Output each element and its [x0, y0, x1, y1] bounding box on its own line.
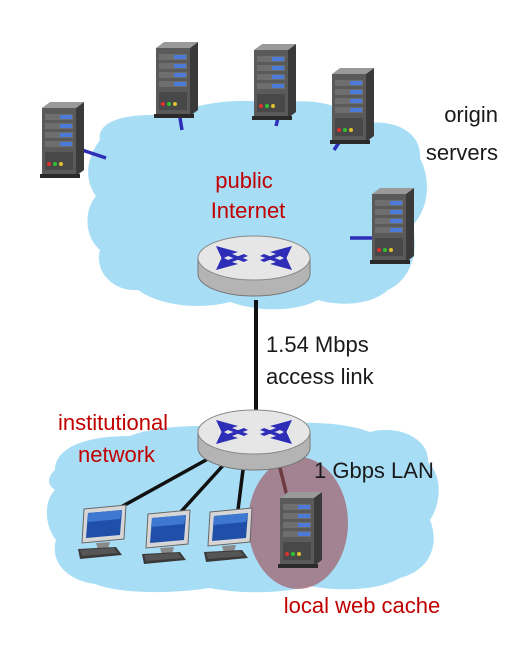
desktop-computer-icon-3 — [203, 507, 253, 563]
public-internet-label-line2: Internet — [211, 198, 286, 223]
cache-server-icon — [278, 492, 322, 568]
public-internet-label-line1: public — [215, 168, 272, 193]
origin-server-icon-1 — [40, 102, 84, 178]
origin-server-icon-2 — [154, 42, 198, 118]
access-link-label-line2: access link — [266, 364, 375, 389]
institutional-network-label-line2: network — [78, 442, 156, 467]
origin-servers-label-line2: servers — [426, 140, 498, 165]
origin-server-icon-3 — [252, 44, 296, 120]
access-link-label-line1: 1.54 Mbps — [266, 332, 369, 357]
lan-speed-label: 1 Gbps LAN — [314, 458, 434, 483]
origin-server-icon-4 — [330, 68, 374, 144]
desktop-computer-icon-2 — [141, 509, 191, 565]
internet-router-icon — [197, 235, 311, 297]
origin-servers-label-line1: origin — [444, 102, 498, 127]
local-web-cache-label: local web cache — [284, 593, 441, 618]
institutional-network-label-line1: institutional — [58, 410, 168, 435]
desktop-computer-icon-1 — [77, 504, 127, 560]
public-internet-cloud — [87, 100, 427, 310]
origin-server-icon-5 — [370, 188, 414, 264]
institutional-router-icon — [197, 409, 311, 471]
